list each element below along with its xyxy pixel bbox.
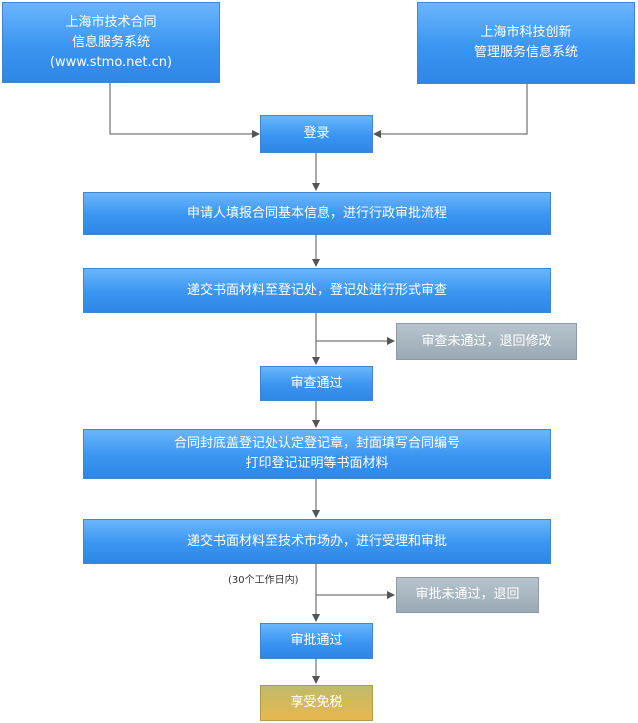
submit-market-box: 递交书面材料至技术市场办，进行受理和审批 (83, 519, 551, 564)
tax-exempt-box: 享受免税 (260, 685, 373, 721)
source-left-line-3: (www.stmo.net.cn) (49, 54, 173, 70)
source-left-line-2: 信息服务系统 (71, 34, 150, 50)
seal-line-2: 打印登记证明等书面材料 (245, 456, 389, 471)
reject-review-box: 审查未通过，退回修改 (396, 323, 577, 360)
reject-approval-box: 审批未通过，退回 (396, 577, 539, 613)
seal-line-1: 合同封底盖登记处认定登记章，封面填写合同编号 (173, 436, 460, 451)
apply-label: 申请人填报合同基本信息，进行行政审批流程 (186, 205, 447, 221)
seal-box: 合同封底盖登记处认定登记章，封面填写合同编号 打印登记证明等书面材料 (83, 429, 551, 479)
pass-review-box: 审查通过 (260, 366, 373, 401)
pass-review-label: 审查通过 (290, 375, 343, 391)
edge-right-source-to-login (373, 84, 528, 138)
tax-exempt-label: 享受免税 (290, 695, 343, 710)
reject-approval-label: 审批未通过，退回 (415, 587, 520, 602)
edge-left-source-to-login (109, 83, 260, 138)
submit-registry-box: 递交书面材料至登记处，登记处进行形式审查 (83, 268, 551, 313)
days-note: (30个工作日内) (228, 575, 299, 586)
reject-review-label: 审查未通过，退回修改 (421, 333, 552, 349)
pass-approval-label: 审批通过 (290, 633, 343, 648)
submit-market-label: 递交书面材料至技术市场办，进行受理和审批 (186, 533, 447, 549)
source-right-line-1: 上海市科技创新 (480, 25, 572, 40)
source-right-line-2: 管理服务信息系统 (473, 45, 578, 60)
source-right-box: 上海市科技创新 管理服务信息系统 (417, 2, 635, 84)
submit-registry-label: 递交书面材料至登记处，登记处进行形式审查 (186, 282, 447, 298)
login-box: 登录 (260, 115, 373, 153)
pass-approval-box: 审批通过 (260, 623, 373, 659)
source-left-box: 上海市技术合同 信息服务系统 (www.stmo.net.cn) (2, 2, 220, 83)
apply-box: 申请人填报合同基本信息，进行行政审批流程 (83, 192, 551, 235)
login-label: 登录 (303, 126, 330, 141)
source-left-line-1: 上海市技术合同 (65, 14, 157, 30)
